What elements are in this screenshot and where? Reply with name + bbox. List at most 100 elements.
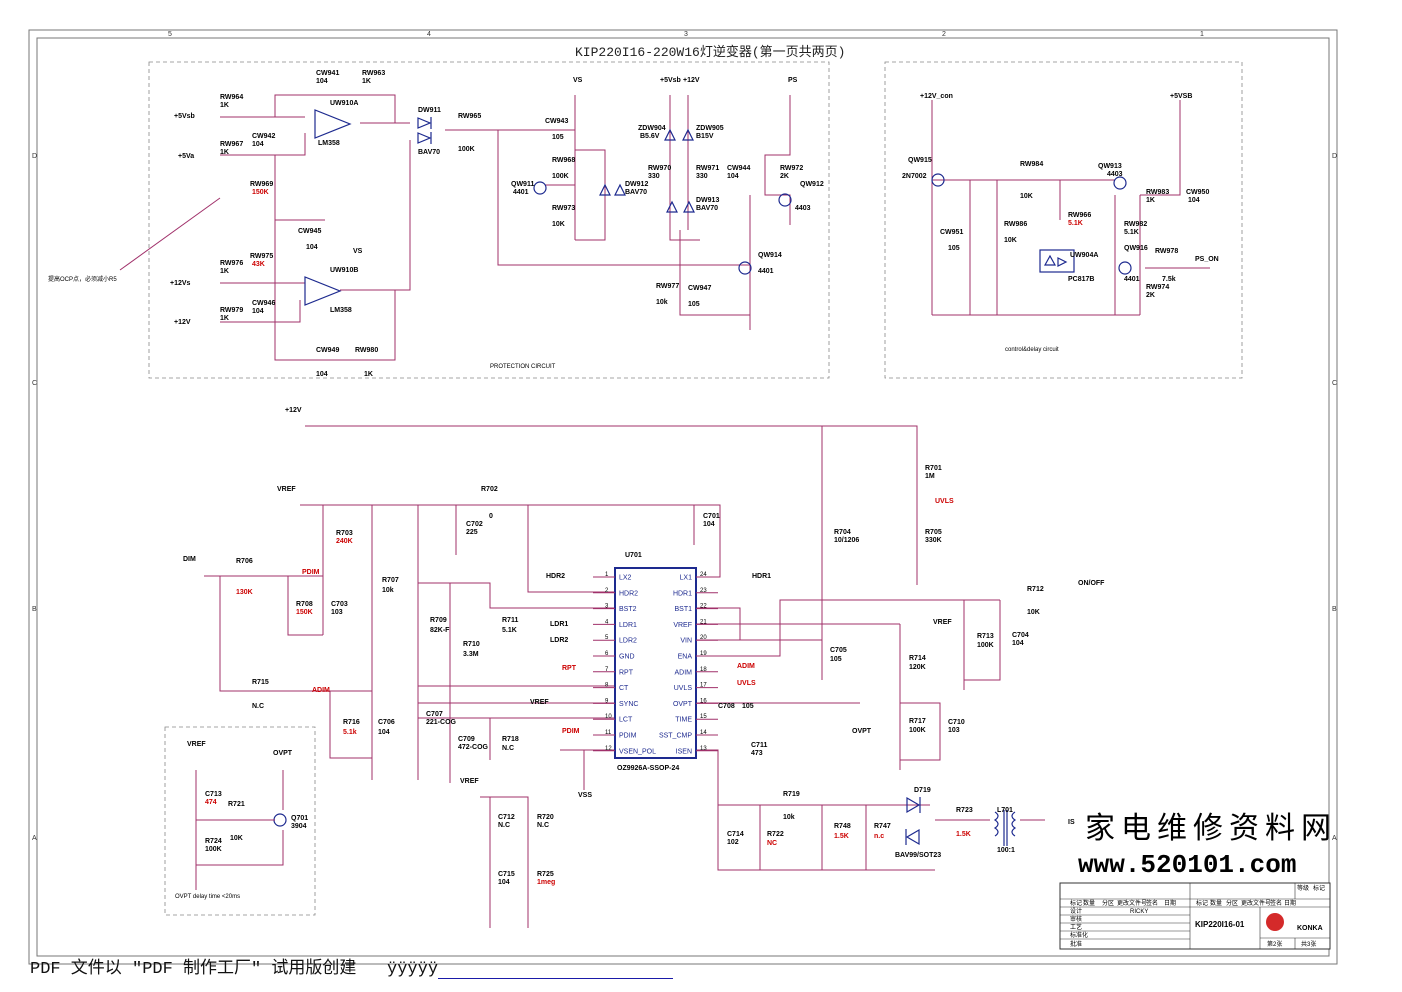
cw947-label: CW947 <box>688 285 711 292</box>
zdw904-label: ZDW904 <box>638 125 666 132</box>
c705-value: 105 <box>830 656 842 663</box>
r723-value: 1.5K <box>956 831 971 838</box>
row-b-right: B <box>1332 606 1337 613</box>
u701-pins: LX21HDR22BST23LDR14LDR25GND6RPT7CT8SYNC9… <box>593 572 718 755</box>
c712-value: N.C <box>498 822 510 829</box>
r747-label: R747 <box>874 823 891 830</box>
tb-h2: 数量 <box>1083 899 1095 907</box>
zdw905-value: B15V <box>696 133 714 140</box>
tb-h5: 签名 <box>1146 899 1158 907</box>
rw983-value: 1K <box>1146 197 1155 204</box>
pin-num-left-1: 1 <box>605 572 609 578</box>
tb-h6: 日期 <box>1164 899 1176 907</box>
c706-label: C706 <box>378 719 395 726</box>
r708-value: 150K <box>296 609 313 616</box>
pin-num-left-12: 12 <box>605 746 612 752</box>
protection-circuit-box <box>148 61 830 379</box>
rw982-value: 5.1K <box>1124 229 1139 236</box>
cw941-label: CW941 <box>316 70 339 77</box>
hdr2-label: HDR2 <box>546 573 565 580</box>
pin-name-left-11: PDIM <box>619 733 637 740</box>
c709-label: C709 <box>458 736 475 743</box>
tb-r1: 设计 <box>1070 907 1082 915</box>
cw951-value: 105 <box>948 245 960 252</box>
cw944-label: CW944 <box>727 165 750 172</box>
tb-drawing-no: KIP220I16-01 <box>1195 920 1245 929</box>
onoff-label: ON/OFF <box>1078 580 1105 587</box>
protection-wiring <box>220 94 1210 361</box>
tb-h3: 分区 <box>1102 899 1114 907</box>
dw911-label: DW911 <box>418 107 441 114</box>
ovpt-main-label: OVPT <box>852 728 872 735</box>
pin-name-right-18: ADIM <box>675 669 693 676</box>
r706-value: 130K <box>236 589 253 596</box>
q701-value: 3904 <box>291 823 307 830</box>
row-c: C <box>32 380 37 387</box>
pin-num-left-6: 6 <box>605 651 609 657</box>
pin-num-left-5: 5 <box>605 635 609 641</box>
main-wiring <box>195 425 1045 928</box>
pdim-label: PDIM <box>302 569 320 576</box>
note-leader <box>119 197 221 271</box>
qw913-label: QW913 <box>1098 163 1122 170</box>
c708-label: C708 <box>718 703 735 710</box>
cw945-value: 104 <box>306 244 318 251</box>
pin-num-right-22: 22 <box>700 604 707 610</box>
pin-name-left-10: LCT <box>619 717 633 724</box>
vs2-label: VS <box>573 77 583 84</box>
pin-num-right-13: 13 <box>700 746 707 752</box>
qw911-label: QW911 <box>511 181 534 188</box>
cw946-value: 104 <box>252 308 264 315</box>
dw913-label: DW913 <box>696 197 719 204</box>
rw965-label: RW965 <box>458 113 481 120</box>
pin-name-left-9: SYNC <box>619 701 638 708</box>
pin-name-right-19: ENA <box>678 654 693 661</box>
tb-h1-r: 标记 <box>1196 899 1208 907</box>
pin-name-right-17: UVLS <box>674 685 693 692</box>
r714-label: R714 <box>909 655 926 662</box>
pin-name-left-5: LDR2 <box>619 638 637 645</box>
r716-label: R716 <box>343 719 360 726</box>
r718-value: N.C <box>502 745 514 752</box>
r704-value: 10/1206 <box>834 537 859 544</box>
cw944-value: 104 <box>727 173 739 180</box>
footer-underline <box>438 962 674 979</box>
pin-name-right-13: ISEN <box>676 748 692 755</box>
ovpt-caption: OVPT delay time <20ms <box>175 894 240 900</box>
qw914-label: QW914 <box>758 252 782 259</box>
r706-label: R706 <box>236 558 253 565</box>
qw914-value: 4401 <box>758 268 774 275</box>
diode-dw912 <box>599 183 626 196</box>
pin-name-left-7: RPT <box>619 669 634 676</box>
watermark-url: www.520101.com <box>1078 850 1296 880</box>
ovpt-delay-box <box>164 726 316 916</box>
u701-chip-body <box>614 567 697 759</box>
r708-label: R708 <box>296 601 313 608</box>
tb-total: 共3张 <box>1301 940 1316 948</box>
tb-h3-r: 分区 <box>1226 899 1238 907</box>
r714-value: 120K <box>909 664 926 671</box>
l701-label: L701 <box>997 807 1013 814</box>
optocoupler-uw904a <box>1039 249 1075 273</box>
column-markers: 5 4 3 2 1 D C B A D C B A <box>32 31 1337 842</box>
ratio-label: 100:1 <box>997 847 1015 854</box>
r711-value: 5.1K <box>502 627 517 634</box>
c703-label: C703 <box>331 601 348 608</box>
c711-label: C711 <box>751 742 767 749</box>
rw983-label: RW983 <box>1146 189 1169 196</box>
rw976-value: 1K <box>220 268 229 275</box>
qw911-value: 4401 <box>513 189 529 196</box>
r713-label: R713 <box>977 633 994 640</box>
c705-label: C705 <box>830 647 847 654</box>
pin-num-right-24: 24 <box>700 572 707 578</box>
cw951-label: CW951 <box>940 229 963 236</box>
vs-label: VS <box>353 248 363 255</box>
r711-label: R711 <box>502 617 518 624</box>
transistors <box>273 173 1132 827</box>
r717-value: 100K <box>909 727 926 734</box>
r720-value: N.C <box>537 822 549 829</box>
q701-label: Q701 <box>291 815 308 822</box>
rw969-label: RW969 <box>250 181 273 188</box>
konka-logo-icon <box>1266 913 1284 931</box>
r709-value: 82K-F <box>430 627 450 634</box>
